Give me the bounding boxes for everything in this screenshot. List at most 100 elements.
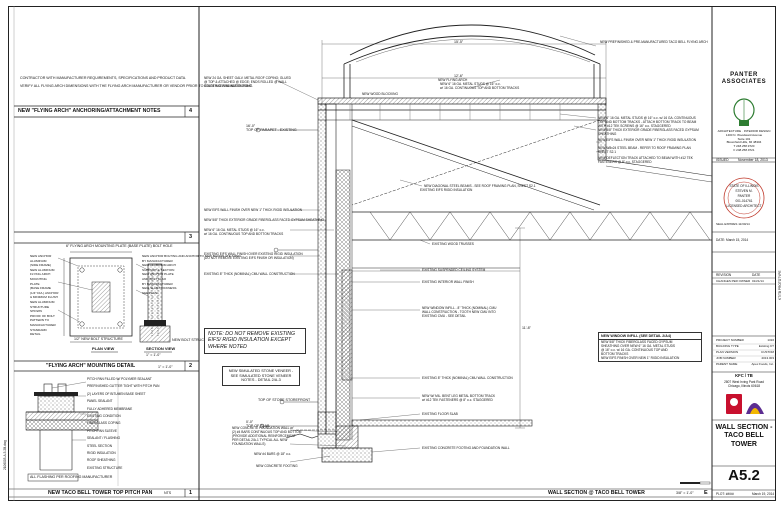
section-callout-right: WALL CONSTRUCTION - TOOTH NEW CMU INTO bbox=[422, 310, 496, 314]
panel3-number: 3 bbox=[189, 234, 193, 240]
section-callout-left: FOUNDATION WALLS) bbox=[232, 442, 266, 446]
panel2-note: (BASE FRAME bbox=[30, 286, 51, 291]
plan-view-label: PLAN VIEW bbox=[92, 346, 115, 351]
drawing-sheet bbox=[8, 6, 776, 501]
stone-veneer-text: NEW SIMULATED STONE VENEER - SEE SIMULAT… bbox=[228, 369, 294, 383]
section-callout-right: SHEATHING bbox=[598, 132, 617, 136]
infill-line: @ 16" o.c. w/ 16 GA. CONTINUOUS TOP AND bbox=[601, 348, 668, 352]
infill-line: SHEATHING OVER NEW 6" 16 GA. METAL STUDS bbox=[601, 344, 676, 348]
panel2-note: BY MANUFACTURER bbox=[142, 281, 173, 286]
panel1-note: FIBERGLASS COPING bbox=[87, 421, 121, 426]
section-callout-left: (2) #4 BARS CONTINUOUS TOP AND BOTTOM bbox=[232, 430, 302, 434]
seal-line: PANTER bbox=[737, 194, 751, 198]
panel1-note: STEEL SECTION bbox=[87, 443, 113, 448]
project-label: BUILDING TYPE bbox=[716, 344, 739, 348]
section-callout-right: NEW DEFLECTION TRACK ATTACHED TO BEAM WI… bbox=[598, 156, 693, 160]
project-value: Existing KT bbox=[758, 344, 774, 348]
panel1-note: RIGID INSULATION bbox=[87, 451, 116, 456]
elev-top-store: TOP OF STORE STOREFRONT bbox=[258, 398, 311, 402]
seal-line: STATE OF ILLINOIS bbox=[729, 184, 759, 188]
section-callout-right: NEW DIAGONAL STEEL BEAMS - SEE ROOF FRAM… bbox=[424, 184, 536, 188]
section-callout-right: w/ 16 GA. CONTINUOUS TOP AND BOTTOM TRAC… bbox=[440, 86, 520, 90]
panel2-note: SHOWN bbox=[30, 309, 42, 314]
panel1-note: SEALANT / FLASHING bbox=[87, 436, 121, 441]
address-line: Chicago, Illinois 60618 bbox=[727, 384, 761, 388]
address-line: 2807 West Irving Park Road bbox=[724, 380, 764, 384]
rev-header-2: DATE bbox=[752, 273, 761, 277]
panel1-scale: NTS bbox=[164, 491, 172, 495]
panel2-note: (1/4" DIA.) ANCHOR bbox=[30, 290, 59, 295]
panel2-note: ALUMINUM bbox=[30, 258, 47, 263]
seal-line: LICENSED ARCHITECT bbox=[726, 204, 762, 208]
elev-top-parapet-value: 16'-0" bbox=[246, 124, 256, 128]
panel2-notes-right: NEW ANCHOR BOLTING AND ANCHOR TO NEW BAC… bbox=[142, 254, 241, 295]
section-callout-right: w/ #12 TEK FASTENERS @ 8" o.c. STAGGERED bbox=[422, 398, 493, 402]
section-callout-left: NEW CONCRETE FOUNDATION WALL w/ bbox=[232, 426, 294, 430]
firm-logo: PANTER ASSOCIATES bbox=[714, 72, 774, 86]
infill-line: BOTTOM TRACKS bbox=[601, 352, 629, 356]
panel2-note: PROOF OF BOLT bbox=[30, 313, 55, 318]
section-callout-left: NEW 5/8" THICK EXTERIOR GRADE FIBERGLASS… bbox=[204, 218, 325, 222]
section-callout-right: NEW 6" 16 GA. METAL STUDS @ 16" o.c. bbox=[440, 82, 501, 86]
note-box-text: NOTE: DO NOT REMOVE EXISTING EIFS/ RIGID… bbox=[208, 331, 296, 350]
left-note-2: VERIFY ALL FLYING ARCH DIMENSIONS WITH T… bbox=[20, 84, 254, 88]
project-row: PARENT NAME Apex Foods, Inc. bbox=[716, 362, 774, 368]
section-callout-left: NEW 24 GA. SHEET GALV. METAL ROOF COPING… bbox=[204, 76, 291, 80]
panel4-number: 4 bbox=[189, 108, 193, 114]
left-note-1: CONTRACTOR WITH MANUFACTURER REQUIREMENT… bbox=[20, 76, 187, 80]
project-label: PARENT NAME bbox=[716, 362, 738, 366]
panel2-note: FLYING ARCH bbox=[30, 272, 51, 277]
rev-header-1: REVISION bbox=[716, 273, 732, 277]
sheet-title: WALL SECTION - TACO BELL TOWER bbox=[715, 424, 773, 448]
section-callout-right: FASTENERS @ 8" o.c. STAGGERED bbox=[598, 160, 652, 164]
panel2-note: (SIDE FRAME) bbox=[30, 263, 51, 268]
panel2-number: 2 bbox=[189, 363, 193, 369]
panel1-note: (2) LAYERS OF BITUMEN BASE SHEET bbox=[87, 391, 146, 396]
panel2-top-note: 6" FLYING ARCH MOUNTING PLATE (BASE PLAT… bbox=[66, 244, 173, 248]
section-callout-right: EXISTING SUSPENDED CEILING SYSTEM bbox=[422, 268, 486, 272]
panel2-note: NEW ALUMINUM ARCH bbox=[142, 263, 176, 268]
panel1-bottom-note: ALL FLASHING PER ROOFING MANUFACTURER bbox=[30, 475, 113, 479]
section-callout-left: (PROVIDE ADDITIONAL REINFORCEMENT bbox=[232, 434, 296, 438]
section-callout-left: NEW CONCRETE FOOTING bbox=[256, 464, 298, 468]
section-callout-right: NEW EIFS WALL FINISH OVER NEW 1" THICK R… bbox=[598, 138, 697, 142]
issued-date: November 18, 2013 bbox=[738, 158, 768, 162]
project-value: Apex Foods, Inc. bbox=[751, 362, 774, 366]
panel1-note: ROOF SHEATHING bbox=[87, 458, 116, 463]
store-name: KFC / TB bbox=[735, 373, 753, 378]
section-callout-right: NEW 6" 16 GA. METAL STUDS @ 16" o.c. w/ … bbox=[598, 116, 696, 120]
section-callout-right: NEW W8x24 STEEL BEAM - REFER TO ROOF FRA… bbox=[598, 146, 691, 150]
section-callout-right: EXISTING EIFS RIGID INSULATION bbox=[420, 188, 473, 192]
panel2-note: SUPPORT & SECTION bbox=[142, 267, 175, 272]
firm-name: PANTER ASSOCIATES bbox=[721, 72, 767, 85]
section-callout-left: w/ 16 GA. CONTINUOUS TOP AND BOTTOM TRAC… bbox=[204, 232, 284, 236]
stone-veneer-box: NEW SIMULATED STONE VENEER - SEE SIMULAT… bbox=[222, 366, 300, 386]
panel2-note: MOUNTING bbox=[30, 276, 47, 281]
section-callout-right: NEW WINDOW INFILL - 8" THICK (NOMINAL) C… bbox=[422, 306, 497, 310]
project-row: BUILDING TYPE Existing KT bbox=[716, 344, 774, 350]
edge-code: 2106003-A-5.2B.dwg bbox=[3, 440, 7, 470]
panel4-title: NEW "FLYING ARCH" ANCHORING/ATTACHMENT N… bbox=[18, 108, 161, 114]
section-callout-right: TOP AND BOTTOM TRACKS - ATTACH BOTTOM TR… bbox=[598, 120, 697, 124]
panel1-title: NEW TACO BELL TOWER TOP PITCH PAN bbox=[48, 490, 153, 496]
panel2-under-plan: 1/2" NEW BOLT STRUCTURE bbox=[74, 337, 123, 341]
section-callout-right: EXISTING FLOOR SLAB bbox=[422, 412, 458, 416]
section-title: WALL SECTION @ TACO BELL TOWER bbox=[548, 490, 645, 496]
panel1-note: PANEL SEALANT bbox=[87, 399, 113, 404]
panel2-note: NEW ANCHOR bbox=[30, 254, 52, 258]
section-callout-right: EXISTING CONCRETE FOOTING AND FOUNDATION… bbox=[422, 446, 510, 450]
panel2-note: NEW SLAB THICKNESS bbox=[142, 286, 177, 291]
project-value: 1316 bbox=[767, 338, 774, 342]
project-label: PROJECT NUMBER bbox=[716, 338, 744, 342]
revision-desc: CHANGES PER OWNER bbox=[716, 279, 751, 283]
elev-top-slab-value: 0'-0" bbox=[246, 420, 254, 424]
section-callout-right: NEW W/ MIL. BENT LEG METAL BOTTOM TRACK bbox=[422, 394, 496, 398]
project-value: CUSTOM bbox=[761, 350, 774, 354]
section-callout-right: EXISTING INTERIOR WALL FINISH bbox=[422, 280, 474, 284]
